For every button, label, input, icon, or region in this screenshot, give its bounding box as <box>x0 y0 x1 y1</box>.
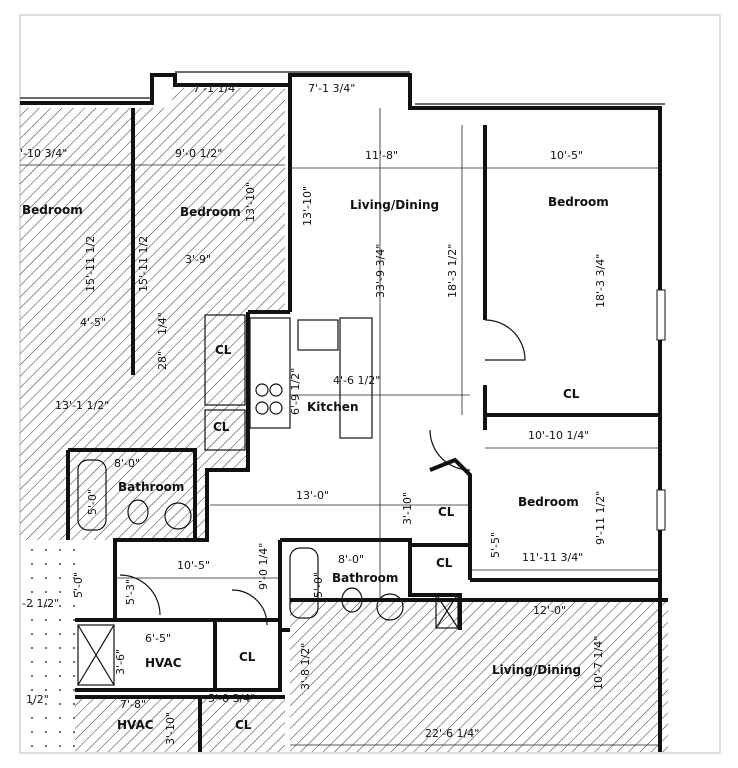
dimension-label: 33'-9 3/4" <box>374 244 387 298</box>
room-label-hvac: HVAC <box>117 718 154 732</box>
dimension-label: 13'-0" <box>296 489 329 502</box>
dimension-label: 5'-0 3/4" <box>208 692 255 705</box>
dimension-label: 10'-5" <box>550 149 583 162</box>
dimension-label: 5'-5" <box>489 532 502 558</box>
dimension-label: 11'-11 3/4" <box>522 551 583 564</box>
dimension-label: 9'-11 1/2" <box>594 491 607 545</box>
dimension-label: 13'-10" <box>244 182 257 222</box>
room-label-closet: CL <box>438 505 455 519</box>
dimension-label: 1/2" <box>26 693 49 706</box>
dimension-label: 22'-6 1/4" <box>425 727 479 740</box>
dimension-label: 10'-5" <box>177 559 210 572</box>
dimension-label: 7'-1 3/4" <box>308 82 355 95</box>
room-label-closet: CL <box>235 718 252 732</box>
room-label-bedroom: Bedroom <box>22 203 83 217</box>
dimension-label: 3'-8 1/2" <box>299 643 312 690</box>
dimension-label: 1/4" <box>156 312 169 335</box>
dimension-label: 3'-10" <box>164 712 177 745</box>
dimension-label: 5'-0" <box>86 489 99 515</box>
dimension-label: 4'-6 1/2" <box>333 374 380 387</box>
dimension-label: 8'-0" <box>338 553 364 566</box>
dimension-label: 5'-3" <box>124 579 137 605</box>
dimension-label: 28" <box>156 351 169 370</box>
room-label-kitchen: Kitchen <box>307 400 359 414</box>
dimension-label: 6'-9 1/2" <box>289 368 302 415</box>
dimension-label: 7'-8" <box>120 698 146 711</box>
room-label-living-dining: Living/Dining <box>492 663 581 677</box>
room-labels: Bedroom Bedroom Living/Dining Bedroom CL… <box>22 195 609 732</box>
dimension-label: 11'-8" <box>365 149 398 162</box>
room-label-hvac: HVAC <box>145 656 182 670</box>
dimension-label: 9'-0 1/4" <box>257 543 270 590</box>
dimension-labels: 7'-1 1/4" 7'-1 3/4" '-10 3/4" 9'-0 1/2" … <box>20 82 607 745</box>
room-label-bathroom: Bathroom <box>332 571 398 585</box>
dimension-label: 18'-3 1/2" <box>446 244 459 298</box>
room-label-living-dining: Living/Dining <box>350 198 439 212</box>
dimension-label: 8'-0" <box>114 457 140 470</box>
dimension-label: 3'-6" <box>114 649 127 675</box>
room-label-closet: CL <box>436 556 453 570</box>
room-label-bedroom: Bedroom <box>518 495 579 509</box>
room-label-bedroom: Bedroom <box>548 195 609 209</box>
dimension-label: -2 1/2" <box>22 597 59 610</box>
room-label-closet: CL <box>239 650 256 664</box>
dimension-label: 4'-5" <box>80 316 106 329</box>
room-label-closet: CL <box>215 343 232 357</box>
dimension-label: 15'-11 1/2 <box>137 236 150 292</box>
dimension-label: 10'-10 1/4" <box>528 429 589 442</box>
room-label-closet: CL <box>563 387 580 401</box>
dimension-label: 5'-0" <box>72 572 85 598</box>
room-label-bathroom: Bathroom <box>118 480 184 494</box>
room-label-bedroom: Bedroom <box>180 205 241 219</box>
dimension-label: '-10 3/4" <box>20 147 67 160</box>
adjacent-unit-hatching <box>20 88 668 752</box>
dimension-label: 7'-1 1/4" <box>193 82 240 95</box>
dimension-label: 3'-9" <box>185 253 211 266</box>
dimension-label: 15'-11 1/2 <box>84 236 97 292</box>
room-label-closet: CL <box>213 420 230 434</box>
dimension-label: 9'-0 1/2" <box>175 147 222 160</box>
walls <box>20 71 668 752</box>
dimension-label: 12'-0" <box>533 604 566 617</box>
dimension-label: 13'-1 1/2" <box>55 399 109 412</box>
dimension-label: 6'-5" <box>145 632 171 645</box>
dimension-label: 3'-10" <box>401 492 414 525</box>
dimension-label: 10'-7 1/4" <box>592 636 605 690</box>
dimension-label: 13'-10" <box>301 186 314 226</box>
dimension-label: 18'-3 3/4" <box>594 254 607 308</box>
dimension-label: 5'-0" <box>312 572 325 598</box>
